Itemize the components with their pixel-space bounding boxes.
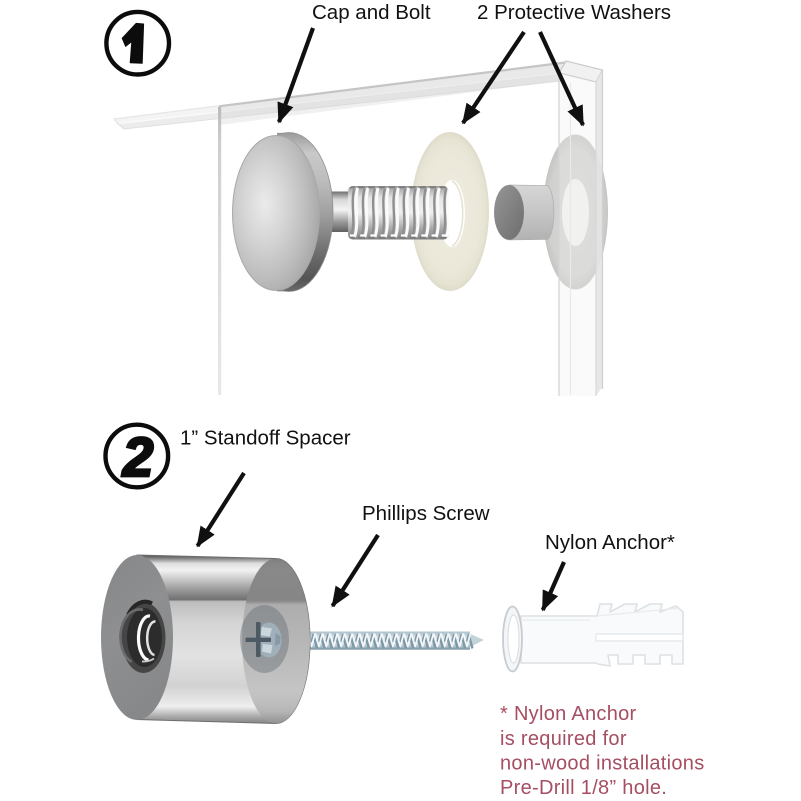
- svg-text:Nylon Anchor*: Nylon Anchor*: [545, 531, 675, 554]
- svg-text:Phillips Screw: Phillips Screw: [362, 502, 490, 525]
- svg-text:* Nylon Anchor: * Nylon Anchor: [500, 703, 637, 725]
- svg-text:2: 2: [122, 426, 154, 488]
- svg-text:Cap and Bolt: Cap and Bolt: [312, 1, 431, 24]
- svg-text:2 Protective Washers: 2 Protective Washers: [477, 1, 671, 24]
- svg-text:1” Standoff Spacer: 1” Standoff Spacer: [180, 427, 351, 450]
- svg-text:Pre-Drill 1/8” hole.: Pre-Drill 1/8” hole.: [500, 777, 667, 799]
- svg-text:non-wood installations: non-wood installations: [500, 753, 705, 775]
- svg-text:is required for: is required for: [500, 728, 627, 750]
